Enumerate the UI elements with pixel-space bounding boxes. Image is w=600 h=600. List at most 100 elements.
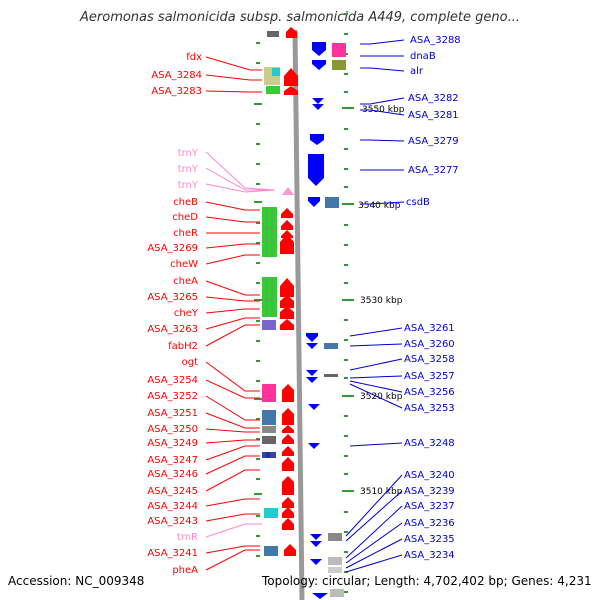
gene-arrow [306, 343, 318, 349]
gene-label[interactable]: ASA_3256 [404, 387, 455, 398]
gene-arrow [308, 404, 320, 410]
gene-label[interactable]: ogt [182, 357, 198, 368]
gene-label[interactable]: ASA_3239 [404, 486, 455, 497]
gene-label[interactable]: ASA_3235 [404, 534, 455, 545]
right-tick-marks [342, 13, 354, 593]
gene-label[interactable]: cheW [170, 259, 198, 270]
gene-arrow [280, 234, 294, 254]
gene-label[interactable]: ASA_3252 [147, 391, 198, 402]
gene-label[interactable]: cheD [172, 212, 198, 223]
gene-label[interactable]: fdx [186, 52, 202, 63]
genome-backbone [292, 29, 305, 600]
gene-label[interactable]: ASA_3261 [404, 323, 455, 334]
cog-box [264, 508, 278, 518]
cog-box [262, 320, 276, 330]
gene-label[interactable]: trnY [178, 148, 199, 159]
gene-label[interactable]: ASA_3283 [151, 86, 202, 97]
gene-label[interactable]: ASA_3284 [151, 70, 202, 81]
gene-arrow [284, 68, 298, 86]
scale-label: 3540 kbp [358, 201, 401, 211]
gene-label[interactable]: ASA_3245 [147, 486, 198, 497]
gene-arrow [282, 434, 294, 444]
gene-label[interactable]: ASA_3265 [147, 292, 198, 303]
trna-leader-lines [205, 151, 276, 538]
left-tick-marks [254, 42, 262, 557]
gene-arrow [280, 295, 294, 308]
gene-label[interactable]: ASA_3249 [147, 438, 198, 449]
gene-label[interactable]: cheY [174, 308, 199, 319]
gene-arrow [310, 534, 322, 540]
gene-label[interactable]: ASA_3281 [408, 110, 459, 121]
gene-arrow [281, 220, 293, 230]
scale-labels: 3550 kbp 3540 kbp 3530 kbp 3520 kbp 3510… [358, 105, 405, 497]
gene-label[interactable]: csdB [406, 197, 430, 208]
gene-label[interactable]: cheR [173, 228, 198, 239]
gene-arrow [310, 559, 322, 565]
cog-box [324, 343, 338, 349]
gene-label[interactable]: ASA_3248 [404, 438, 455, 449]
right-labels: ASA_3288 dnaB alr ASA_3282 ASA_3281 ASA_… [404, 35, 461, 561]
gene-arrow [284, 544, 296, 556]
gene-label[interactable]: ASA_3254 [147, 375, 198, 386]
gene-label[interactable]: ASA_3234 [404, 550, 455, 561]
genome-summary: Topology: circular; Length: 4,702,402 bp… [262, 574, 592, 588]
gene-arrow [281, 208, 293, 218]
gene-arrow [306, 333, 318, 342]
gene-label[interactable]: cheB [173, 197, 198, 208]
gene-label[interactable]: ASA_3241 [147, 548, 198, 559]
gene-arrow [308, 443, 320, 449]
gene-label[interactable]: pheA [172, 565, 198, 576]
gene-label[interactable]: trnY [178, 164, 199, 175]
gene-arrow [284, 86, 298, 95]
cog-box [262, 436, 276, 444]
gene-arrow [280, 319, 294, 330]
reverse-gene-arrows [306, 42, 328, 599]
gene-arrow [282, 497, 294, 508]
gene-arrow [312, 104, 324, 110]
gene-label[interactable]: ASA_3240 [404, 470, 455, 481]
gene-arrow [310, 134, 324, 145]
gene-label[interactable]: ASA_3288 [410, 35, 461, 46]
gene-label[interactable]: ASA_3251 [147, 408, 198, 419]
gene-label[interactable]: cheA [173, 276, 198, 287]
gene-label[interactable]: fabH2 [168, 341, 198, 352]
cog-box [272, 68, 280, 76]
left-labels: fdx ASA_3284 ASA_3283 trnY trnY trnY che… [147, 52, 202, 576]
gene-label[interactable]: ASA_3244 [147, 501, 198, 512]
gene-arrow [286, 27, 297, 38]
map-title: Aeromonas salmonicida subsp. salmonicida… [80, 10, 520, 25]
gene-arrow [282, 425, 294, 433]
gene-label[interactable]: ASA_3237 [404, 501, 455, 512]
gene-label[interactable]: trnR [177, 532, 198, 543]
gene-label[interactable]: ASA_3277 [408, 165, 459, 176]
cog-box [330, 589, 344, 597]
gene-label[interactable]: trnY [178, 180, 199, 191]
cog-box [262, 277, 277, 317]
scale-label: 3530 kbp [360, 296, 403, 306]
gene-label[interactable]: ASA_3282 [408, 93, 459, 104]
gene-label[interactable]: ASA_3236 [404, 518, 455, 529]
gene-label[interactable]: ASA_3247 [147, 455, 198, 466]
gene-arrow [312, 60, 326, 70]
gene-arrow [312, 42, 326, 56]
gene-label[interactable]: ASA_3260 [404, 339, 455, 350]
gene-label[interactable]: alr [410, 66, 424, 77]
gene-arrow [312, 98, 324, 104]
gene-arrow [280, 306, 294, 319]
accession-label: Accession: NC_009348 [8, 574, 145, 588]
gene-label[interactable]: ASA_3253 [404, 403, 455, 414]
gene-label[interactable]: ASA_3257 [404, 371, 455, 382]
gene-label[interactable]: ASA_3269 [147, 243, 198, 254]
gene-label[interactable]: ASA_3246 [147, 469, 198, 480]
cog-box [262, 410, 276, 425]
gene-label[interactable]: ASA_3258 [404, 354, 455, 365]
gene-arrow [282, 518, 294, 530]
gene-label[interactable]: ASA_3250 [147, 424, 198, 435]
gene-label[interactable]: dnaB [410, 51, 436, 62]
gene-label[interactable]: ASA_3243 [147, 516, 198, 527]
gene-label[interactable]: ASA_3263 [147, 324, 198, 335]
scale-label: 3550 kbp [362, 105, 405, 115]
gene-arrow [310, 541, 322, 547]
gene-label[interactable]: ASA_3279 [408, 136, 459, 147]
